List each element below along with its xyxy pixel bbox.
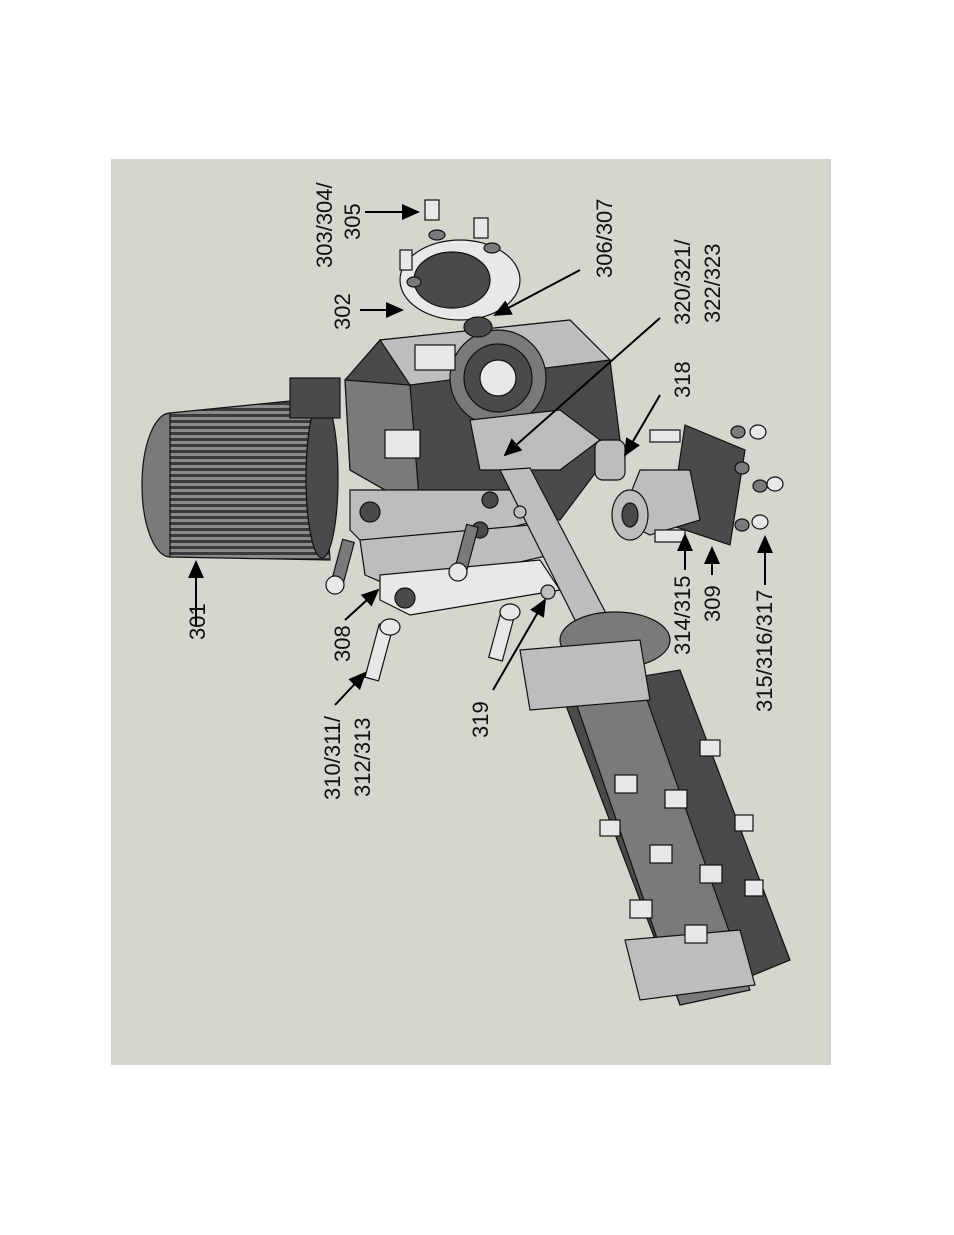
- label-310-line2: 312/313: [350, 717, 375, 797]
- label-308: 308: [330, 625, 355, 662]
- label-319: 319: [468, 701, 493, 738]
- label-301: 301: [185, 603, 210, 640]
- label-310-line1: 310/311/: [320, 715, 345, 800]
- label-303-line1: 303/304/: [312, 181, 337, 268]
- label-320-line2: 322/323: [700, 243, 725, 323]
- label-318: 318: [670, 361, 695, 398]
- label-314: 314/315: [670, 575, 695, 655]
- label-303-line2: 305: [340, 203, 365, 240]
- label-306: 306/307: [592, 198, 617, 278]
- label-320-line1: 320/321/: [670, 238, 695, 325]
- label-302: 302: [330, 293, 355, 330]
- label-309: 309: [700, 585, 725, 622]
- label-315: 315/316/317: [752, 590, 777, 712]
